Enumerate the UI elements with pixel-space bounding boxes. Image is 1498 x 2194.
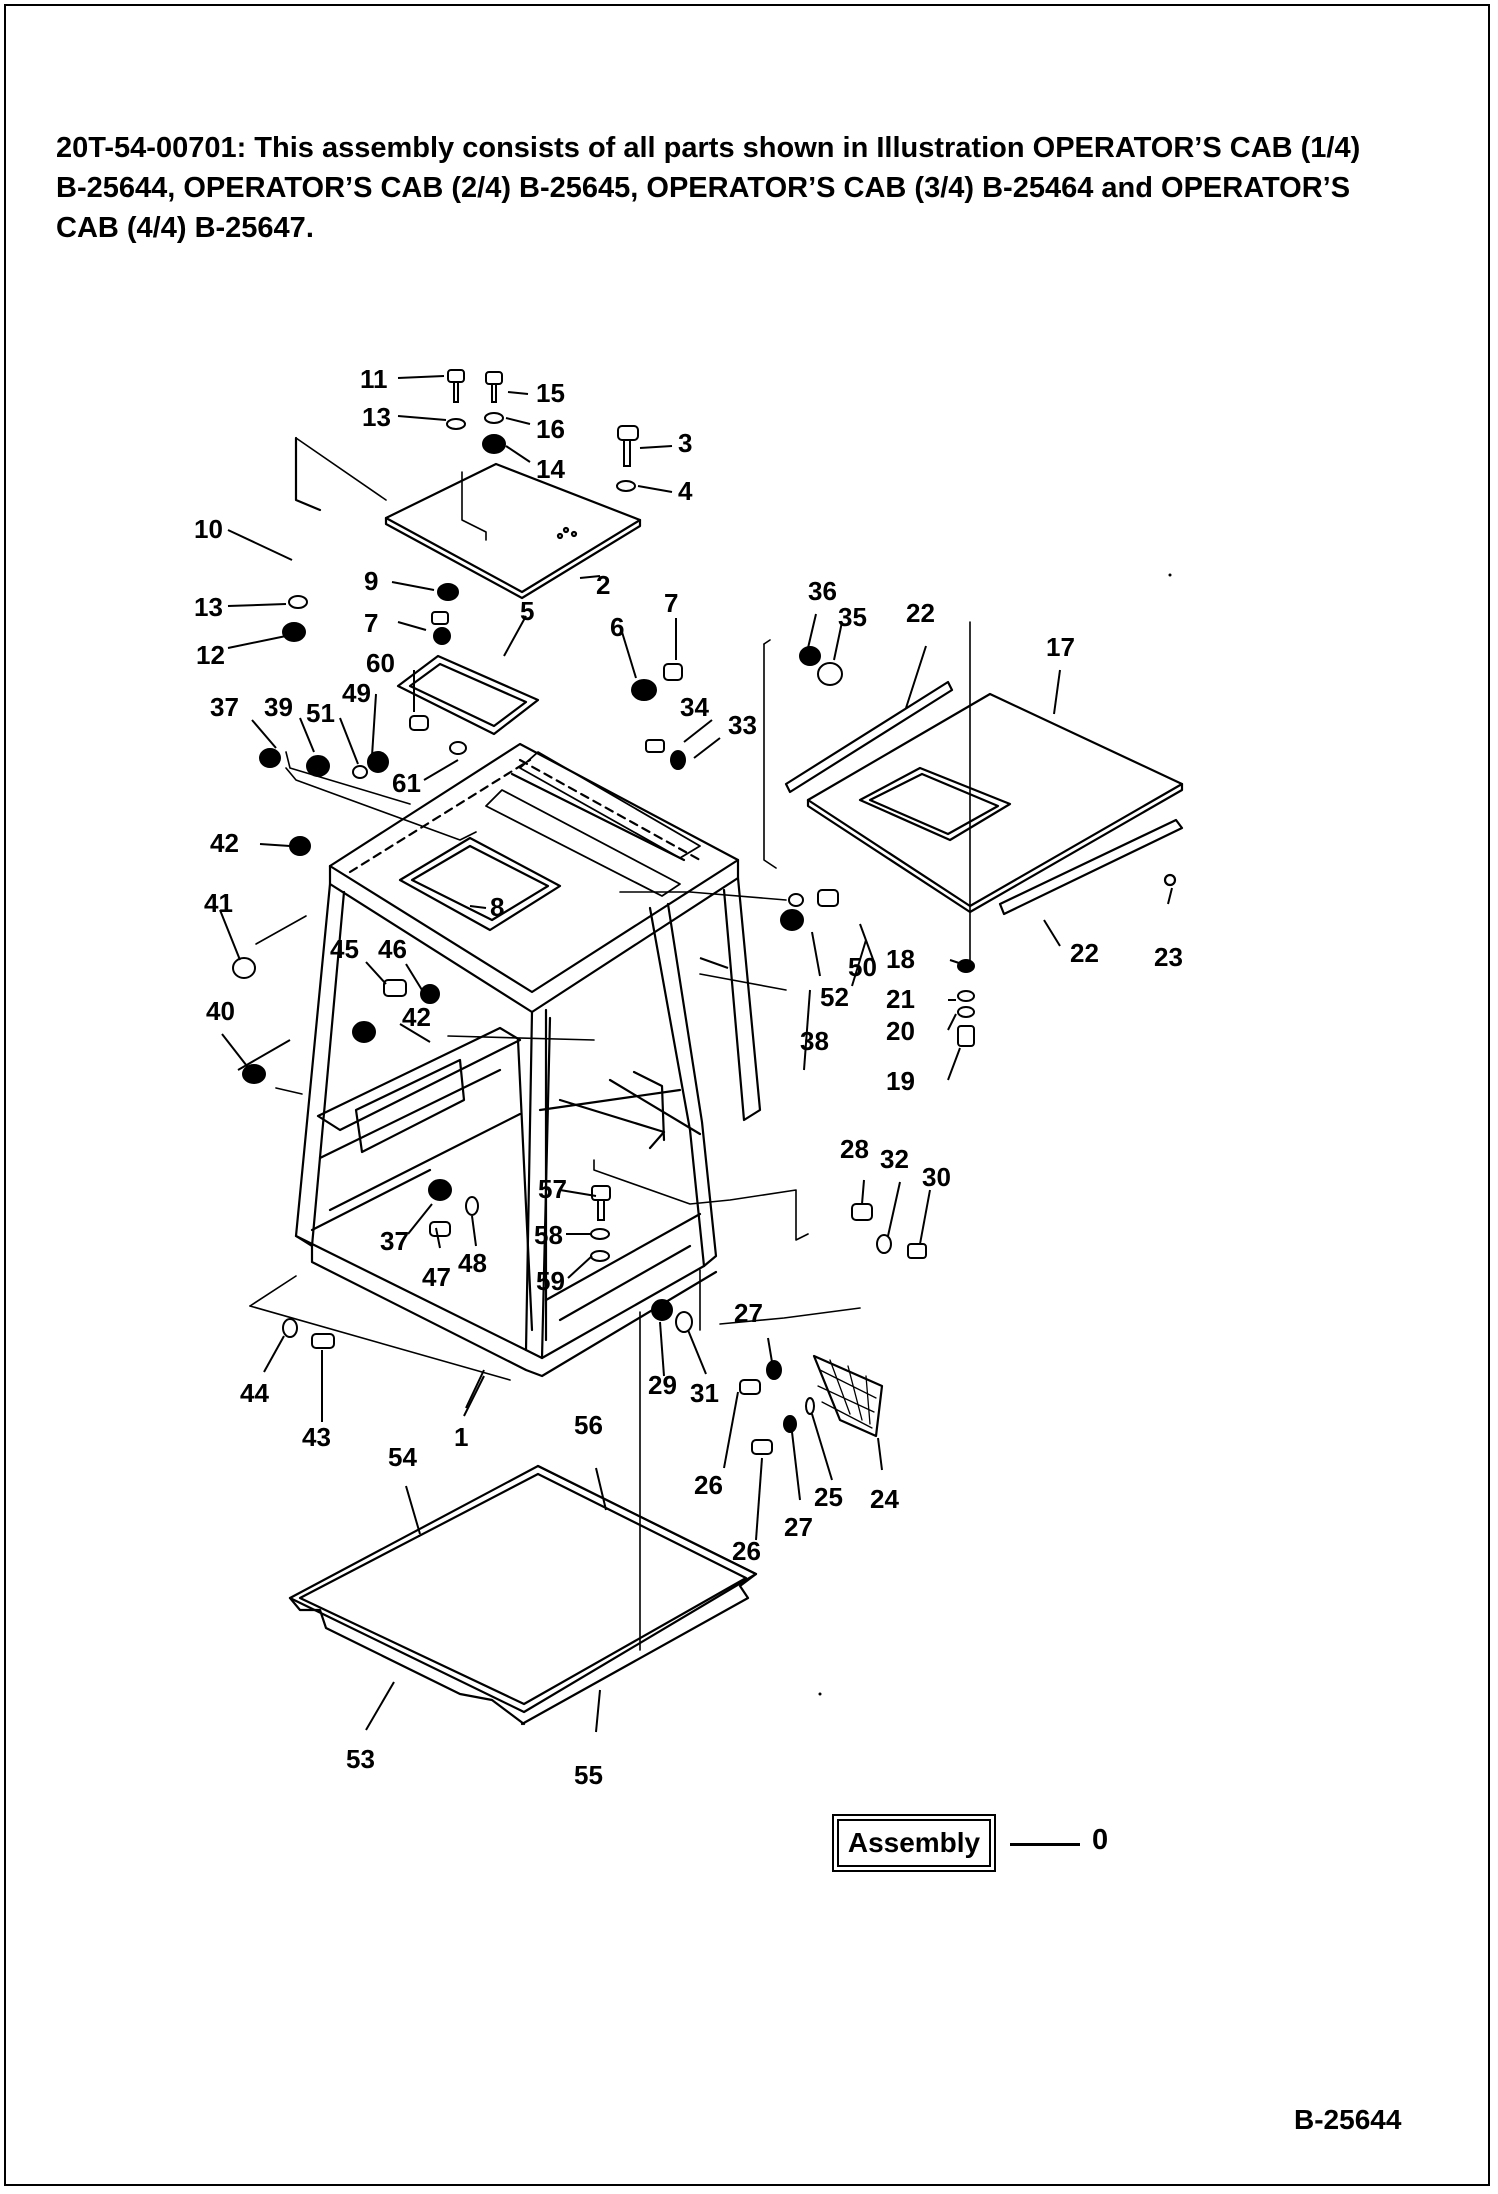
- assembly-number: 0: [1092, 1824, 1109, 1856]
- figure-reference: B-25644: [1294, 2104, 1402, 2135]
- part-label-28: 28: [840, 1134, 869, 1164]
- part-label-13-left: 13: [194, 592, 223, 622]
- part-label-10: 10: [194, 514, 223, 544]
- part-label-27-lower: 27: [784, 1512, 813, 1542]
- part-label-36: 36: [808, 576, 837, 606]
- part-label-22-lower: 22: [1070, 938, 1099, 968]
- hatch-frame: [396, 654, 540, 736]
- assembly-box: Assembly: [832, 1814, 996, 1872]
- part-label-19: 19: [886, 1066, 915, 1096]
- part-label-44: 44: [240, 1378, 269, 1408]
- part-label-51: 51: [306, 698, 335, 728]
- part-label-18: 18: [886, 944, 915, 974]
- part-label-22: 22: [906, 598, 935, 628]
- part-label-26-lower: 26: [732, 1536, 761, 1566]
- part-label-53: 53: [346, 1744, 375, 1774]
- part-label-41: 41: [204, 888, 233, 918]
- part-label-59: 59: [536, 1266, 565, 1296]
- roof-cover-plate: [384, 462, 642, 600]
- part-label-20: 20: [886, 1016, 915, 1046]
- rail-lower: [998, 818, 1184, 916]
- part-label-32: 32: [880, 1144, 909, 1174]
- part-label-38: 38: [800, 1026, 829, 1056]
- part-label-48: 48: [458, 1248, 487, 1278]
- part-label-30: 30: [922, 1162, 951, 1192]
- assembly-description: 20T-54-00701: This assembly consists of …: [56, 128, 1436, 248]
- part-label-60: 60: [366, 648, 395, 678]
- part-label-55: 55: [574, 1760, 603, 1790]
- part-label-1: 1: [454, 1422, 468, 1452]
- part-label-16: 16: [536, 414, 565, 444]
- part-label-56: 56: [574, 1410, 603, 1440]
- floor-plate: [288, 1464, 758, 1726]
- part-label-50: 50: [848, 952, 877, 982]
- part-label-34: 34: [680, 692, 709, 722]
- part-label-37-lower: 37: [380, 1226, 409, 1256]
- rail-upper: [784, 680, 954, 794]
- part-label-7-right: 7: [664, 588, 678, 618]
- part-label-25: 25: [814, 1482, 843, 1512]
- part-label-52: 52: [820, 982, 849, 1012]
- part-label-4: 4: [678, 476, 693, 506]
- part-label-14: 14: [536, 454, 565, 484]
- description-line-2: B-25644, OPERATOR’S CAB (2/4) B-25645, O…: [56, 172, 1351, 204]
- part-label-9: 9: [364, 566, 378, 596]
- part-label-61: 61: [392, 768, 421, 798]
- part-label-5: 5: [520, 596, 534, 626]
- part-label-40: 40: [206, 996, 235, 1026]
- part-label-29: 29: [648, 1370, 677, 1400]
- part-label-7: 7: [364, 608, 378, 638]
- part-label-27: 27: [734, 1298, 763, 1328]
- part-label-39: 39: [264, 692, 293, 722]
- part-label-13: 13: [362, 402, 391, 432]
- part-label-37: 37: [210, 692, 239, 722]
- part-label-26: 26: [694, 1470, 723, 1500]
- part-label-24: 24: [870, 1484, 899, 1514]
- part-label-3: 3: [678, 428, 692, 458]
- part-label-12: 12: [196, 640, 225, 670]
- part-label-45: 45: [330, 934, 359, 964]
- part-label-6: 6: [610, 612, 624, 642]
- part-label-23: 23: [1154, 942, 1183, 972]
- part-label-35: 35: [838, 602, 867, 632]
- page-border: [4, 4, 1490, 2186]
- part-label-47: 47: [422, 1262, 451, 1292]
- part-label-33: 33: [728, 710, 757, 740]
- part-label-54: 54: [388, 1442, 417, 1472]
- part-label-57: 57: [538, 1174, 567, 1204]
- description-line-1: 20T-54-00701: This assembly consists of …: [56, 132, 1361, 164]
- sunroof-panel: [806, 692, 1184, 914]
- part-label-21: 21: [886, 984, 915, 1014]
- assembly-leader-line: [1010, 1843, 1080, 1846]
- part-label-15: 15: [536, 378, 565, 408]
- part-label-43: 43: [302, 1422, 331, 1452]
- part-label-42-inner: 42: [402, 1002, 431, 1032]
- part-label-11: 11: [360, 364, 388, 394]
- part-label-49: 49: [342, 678, 371, 708]
- part-label-8: 8: [490, 892, 504, 922]
- part-label-42: 42: [210, 828, 239, 858]
- part-label-17: 17: [1046, 632, 1075, 662]
- net-pocket: [812, 1354, 884, 1438]
- part-label-46: 46: [378, 934, 407, 964]
- part-label-58: 58: [534, 1220, 563, 1250]
- cab-frame: [294, 742, 762, 1378]
- part-label-2: 2: [596, 570, 610, 600]
- part-label-31: 31: [690, 1378, 719, 1408]
- description-line-3: CAB (4/4) B-25647.: [56, 212, 314, 244]
